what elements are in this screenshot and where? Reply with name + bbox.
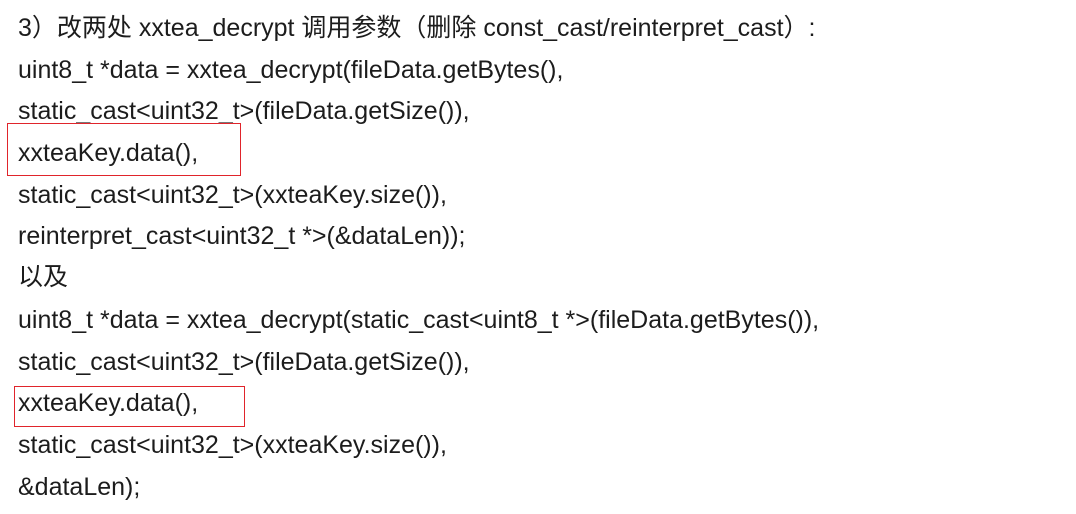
highlight-box bbox=[7, 123, 241, 176]
code-line: uint8_t *data = xxtea_decrypt(static_cas… bbox=[18, 306, 820, 334]
code-line: static_cast<uint32_t>(xxteaKey.size()), bbox=[18, 181, 447, 209]
code-line: static_cast<uint32_t>(xxteaKey.size()), bbox=[18, 431, 447, 459]
code-line: static_cast<uint32_t>(fileData.getSize()… bbox=[18, 348, 470, 376]
code-line: static_cast<uint32_t>(fileData.getSize()… bbox=[18, 97, 470, 125]
code-line: reinterpret_cast<uint32_t *>(&dataLen)); bbox=[18, 222, 466, 250]
code-line: &dataLen); bbox=[18, 473, 141, 501]
step-heading: 3）改两处 xxtea_decrypt 调用参数（删除 const_cast/r… bbox=[18, 14, 816, 42]
code-line-highlighted: xxteaKey.data(), bbox=[18, 389, 199, 417]
highlight-box bbox=[14, 386, 245, 427]
separator-text: 以及 bbox=[18, 263, 69, 291]
code-line: uint8_t *data = xxtea_decrypt(fileData.g… bbox=[18, 56, 564, 84]
code-line-highlighted: xxteaKey.data(), bbox=[18, 139, 199, 167]
